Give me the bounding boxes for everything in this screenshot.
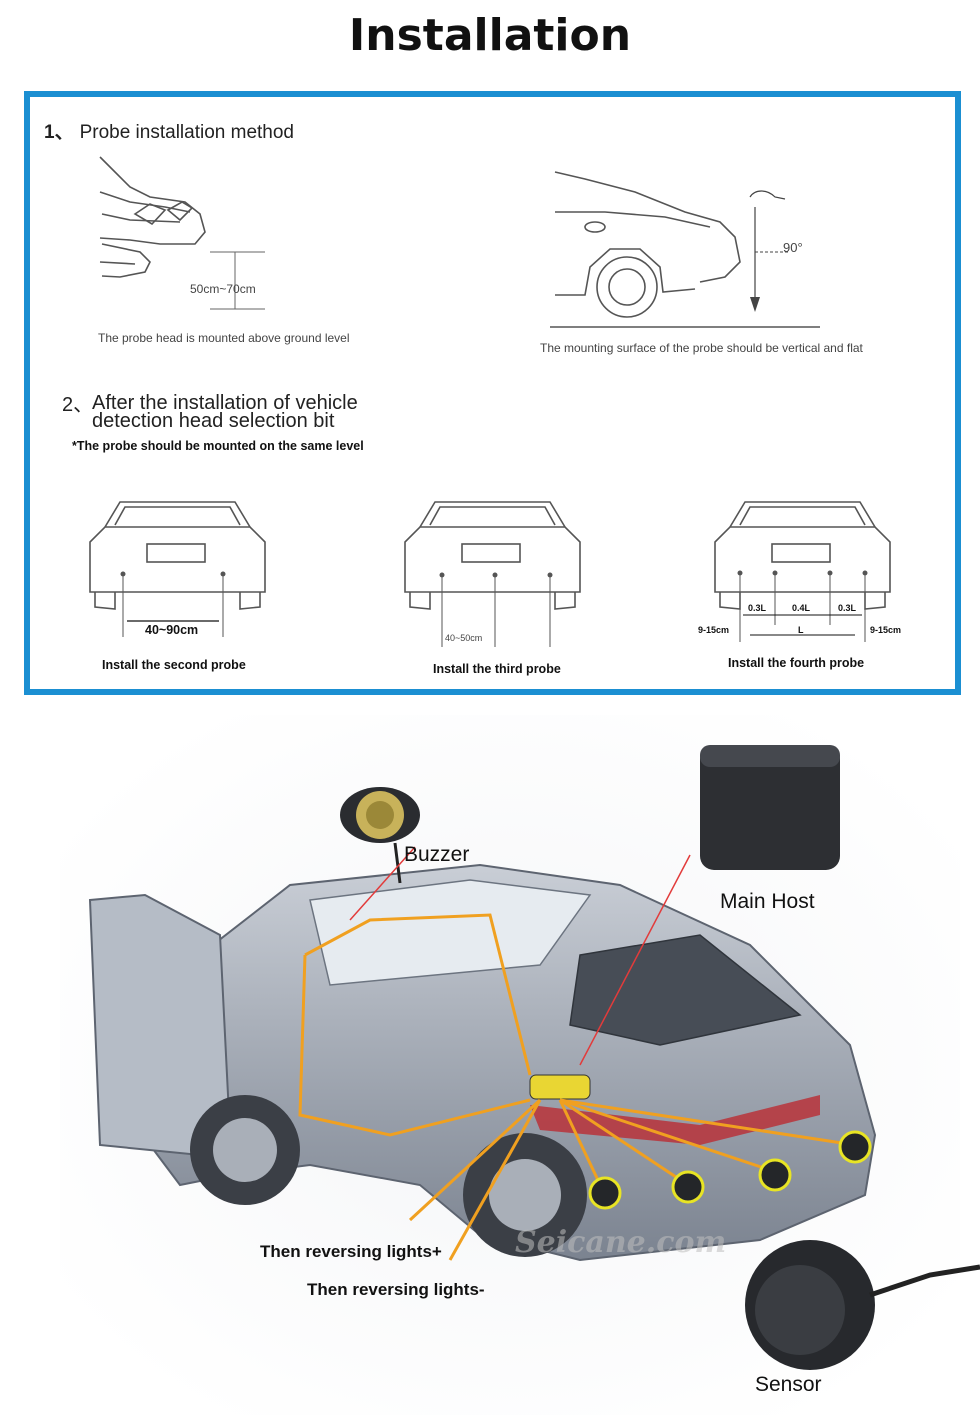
- car1-measure: 40~90cm: [145, 623, 199, 637]
- car3-m-b: 0.4L: [792, 603, 811, 613]
- car2-caption: Install the third probe: [433, 662, 561, 676]
- installation-panel: 1、Probe installation method 50cm~70cm Th…: [24, 91, 961, 695]
- section2-line1: After the installation of vehicle: [92, 392, 358, 414]
- car3-caption: Install the fourth probe: [728, 656, 865, 670]
- rear-car-four-probes: [714, 501, 891, 642]
- section2-line2: detection head selection bit: [92, 410, 335, 432]
- car3-m-left: 9-15cm: [698, 625, 730, 635]
- sensor-label: Sensor: [755, 1373, 822, 1396]
- height-measure: 50cm~70cm: [190, 282, 256, 296]
- car-wiring-illustration: [60, 715, 980, 1415]
- wire-minus-label: Then reversing lights-: [307, 1280, 485, 1299]
- page-title: Installation: [348, 10, 632, 61]
- section2-number: 2、: [62, 394, 94, 416]
- angle-label: 90°: [783, 240, 803, 255]
- car2-measure: 40~50cm: [445, 633, 483, 643]
- mounting-caption: The mounting surface of the probe should…: [540, 341, 863, 355]
- bumper-height-sketch: [99, 156, 265, 310]
- rear-car-three-probes: [404, 501, 581, 647]
- height-caption: The probe head is mounted above ground l…: [98, 331, 350, 345]
- car3-m-right: 9-15cm: [870, 625, 902, 635]
- car3-m-total: L: [798, 625, 804, 635]
- buzzer-label: Buzzer: [404, 843, 470, 866]
- main-host-label: Main Host: [720, 890, 815, 913]
- car3-m-a: 0.3L: [748, 603, 767, 613]
- section1-heading: 1、Probe installation method: [44, 122, 294, 143]
- wire-plus-label: Then reversing lights+: [260, 1242, 442, 1261]
- rear-car-side-sketch: [550, 171, 820, 328]
- car3-m-c: 0.3L: [838, 603, 857, 613]
- rear-car-two-probes: [89, 501, 266, 637]
- watermark: Seicane.com: [515, 1225, 727, 1260]
- car1-caption: Install the second probe: [102, 658, 246, 672]
- section2-note: *The probe should be mounted on the same…: [72, 439, 364, 453]
